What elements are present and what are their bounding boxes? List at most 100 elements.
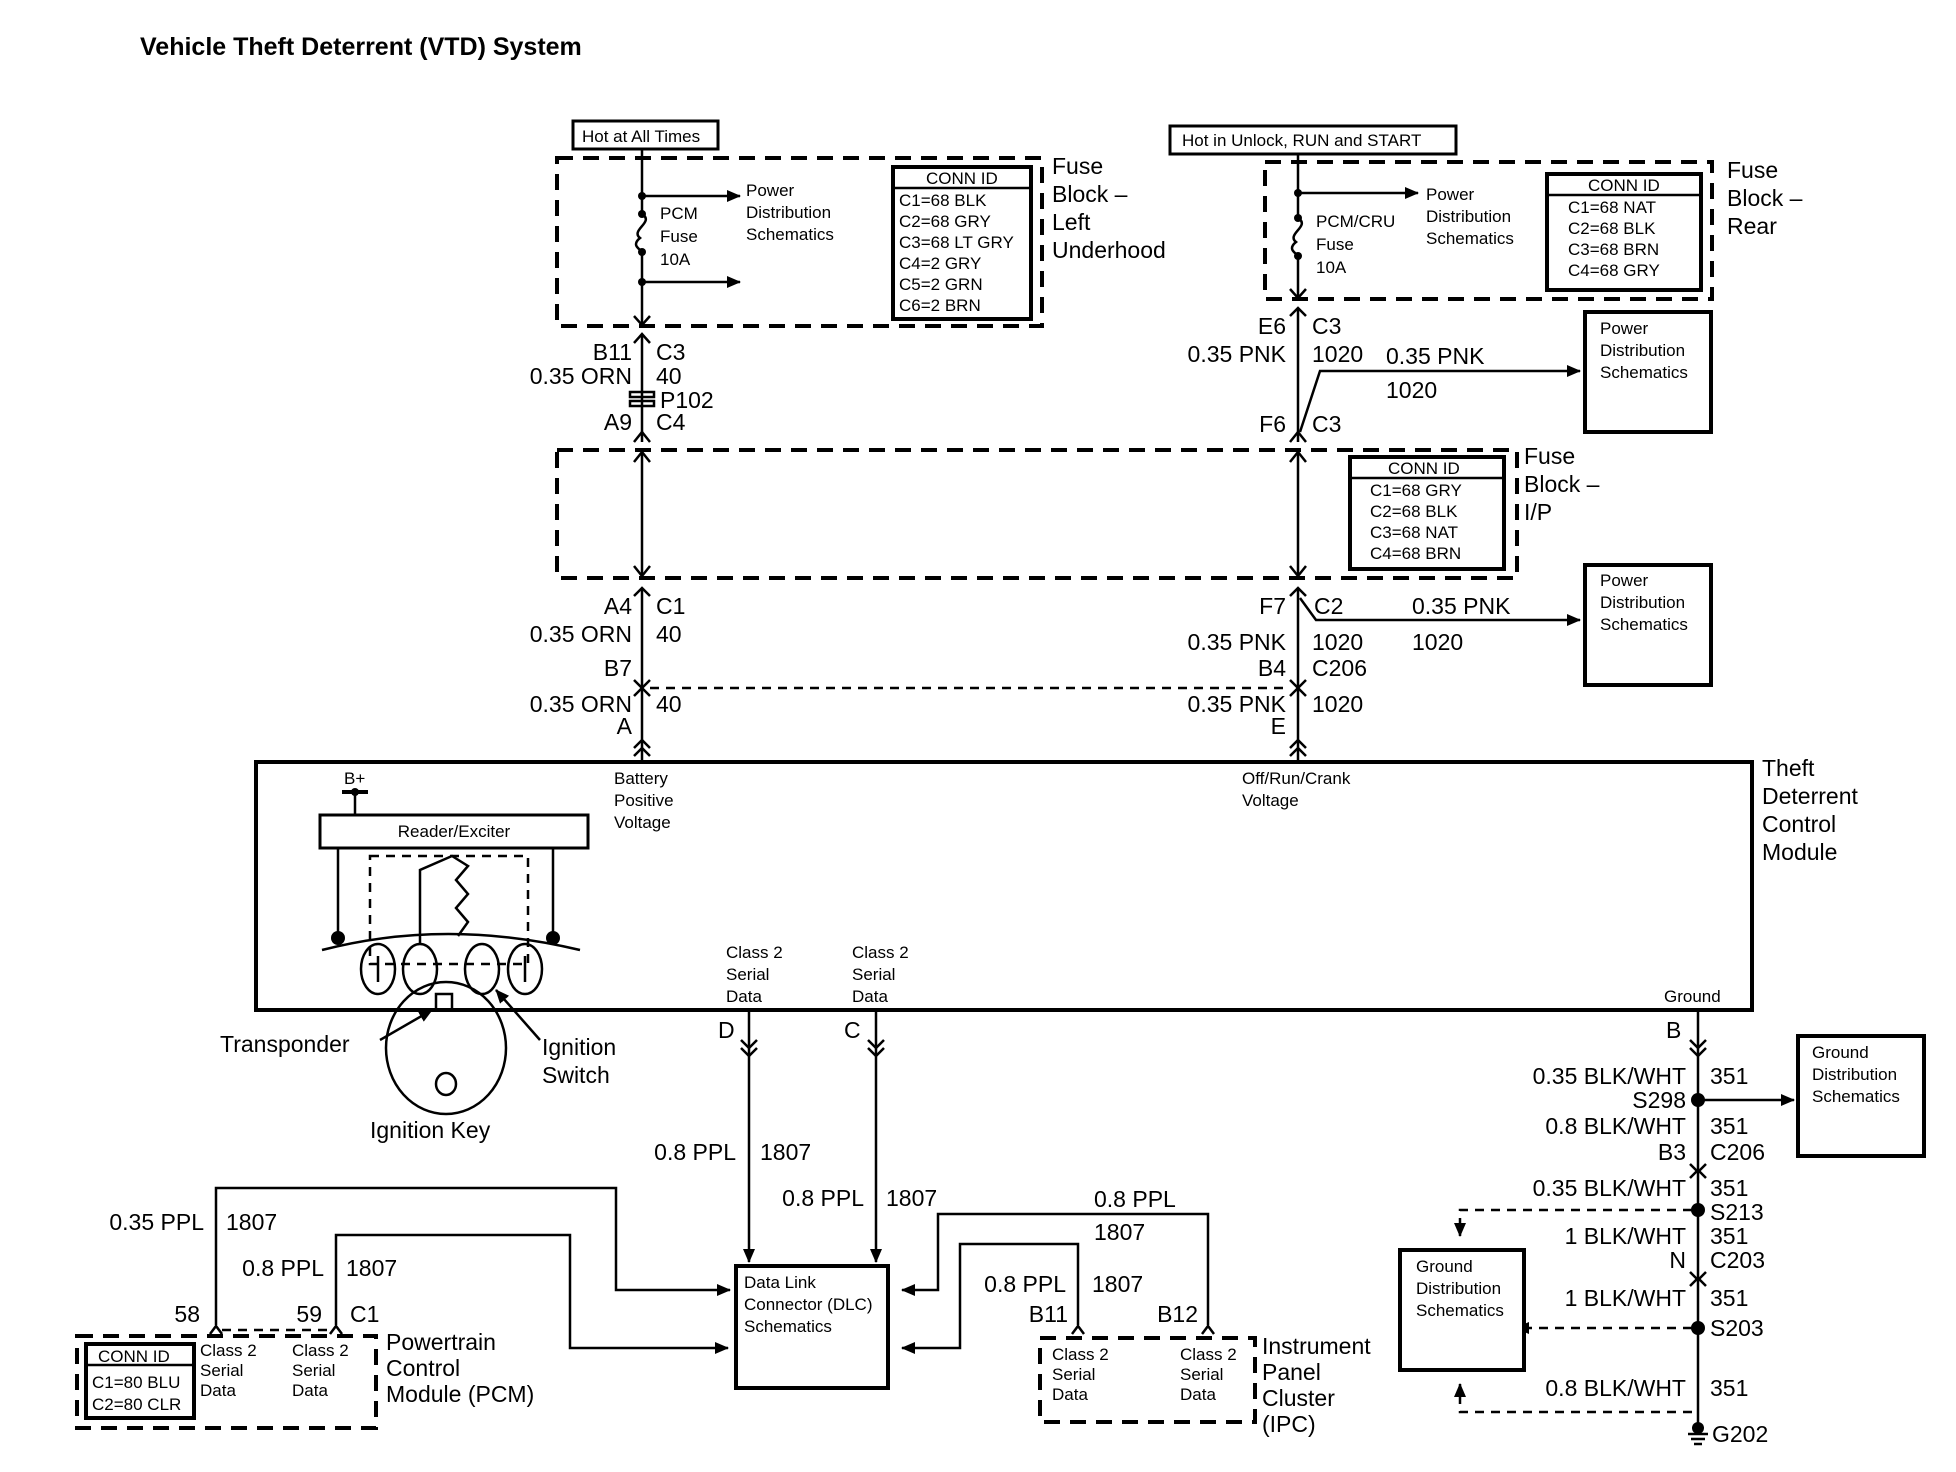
diagram-label: 1 BLK/WHT [1565, 1223, 1686, 1249]
diagram-label: 0.35 ORN [530, 691, 632, 717]
transponder-label: Transponder [220, 1031, 350, 1057]
diagram-label: Theft [1762, 755, 1815, 781]
diagram-label: 59 [296, 1301, 322, 1327]
diagram-label: C2=68 BLK [1568, 219, 1656, 238]
diagram-label: C1 [656, 593, 685, 619]
diagram-label: A [617, 713, 633, 739]
diagram-label: Data [200, 1381, 236, 1400]
diagram-label: 1807 [1092, 1271, 1143, 1297]
diagram-label: Data Link [744, 1273, 816, 1292]
diagram-label: C1=80 BLU [92, 1373, 180, 1392]
diagram-label: Block – [1727, 185, 1803, 211]
diagram-label: Powertrain [386, 1329, 496, 1355]
diagram-label: 58 [174, 1301, 200, 1327]
diagram-label: Control [1762, 811, 1836, 837]
diagram-label: 1020 [1386, 377, 1437, 403]
pcm-module: 58 59 C1 CONN ID C1=80 BLU C2=80 CLR Cla… [75, 1301, 534, 1430]
diagram-label: C1=68 NAT [1568, 198, 1656, 217]
diagram-label: Serial [1180, 1365, 1223, 1384]
diagram-label: C2=68 GRY [899, 212, 991, 231]
diagram-label: 1807 [886, 1185, 937, 1211]
diagram-label: I/P [1524, 499, 1552, 525]
diagram-label: Fuse [1316, 235, 1354, 254]
diagram-label: Battery [614, 769, 668, 788]
diagram-label: F7 [1259, 593, 1286, 619]
diagram-label: C4=2 GRY [899, 254, 981, 273]
diagram-label: Ground [1416, 1257, 1473, 1276]
ignition-key-label: Ignition Key [370, 1117, 491, 1143]
diagram-label: 0.8 PPL [984, 1271, 1066, 1297]
diagram-label: Schematics [744, 1317, 832, 1336]
diagram-label: Class 2 [292, 1341, 349, 1360]
diagram-label: Fuse [1052, 153, 1103, 179]
diagram-label: CONN ID [1388, 459, 1460, 478]
diagram-label: G202 [1712, 1421, 1768, 1447]
diagram-label: Data [292, 1381, 328, 1400]
diagram-label: Schematics [746, 225, 834, 244]
diagram-label: Control [386, 1355, 460, 1381]
diagram-label: 1020 [1312, 629, 1363, 655]
diagram-label: 0.35 BLK/WHT [1533, 1063, 1686, 1089]
diagram-label: CONN ID [926, 169, 998, 188]
diagram-label: (IPC) [1262, 1411, 1316, 1437]
diagram-label: C3 [1312, 313, 1341, 339]
diagram-label: S213 [1710, 1199, 1764, 1225]
diagram-label: Distribution [1600, 341, 1685, 360]
diagram-label: 0.35 ORN [530, 621, 632, 647]
diagram-label: Off/Run/Crank [1242, 769, 1351, 788]
diagram-label: C203 [1710, 1247, 1765, 1273]
power-distribution-box-1: Power Distribution Schematics [1583, 310, 1713, 434]
diagram-label: B11 [593, 339, 632, 365]
diagram-label: Deterrent [1762, 783, 1858, 809]
ignition-switch-label: Switch [542, 1062, 610, 1088]
diagram-label: Data [726, 987, 762, 1006]
diagram-label: C3 [656, 339, 685, 365]
fuse-block-left-underhood: PCM Fuse 10A Power Distribution Schemati… [555, 149, 1166, 328]
diagram-label: Schematics [1416, 1301, 1504, 1320]
diagram-label: PCM/CRU [1316, 212, 1395, 231]
diagram-label: 1807 [346, 1255, 397, 1281]
diagram-label: Serial [726, 965, 769, 984]
diagram-label: C206 [1710, 1139, 1765, 1165]
ground-distribution-box-2: Ground Distribution Schematics [1398, 1248, 1526, 1372]
diagram-label: 40 [656, 363, 682, 389]
diagram-label: C2=68 BLK [1370, 502, 1458, 521]
diagram-label: CONN ID [98, 1347, 170, 1366]
right-circuit-upper: E6 C3 0.35 PNK 1020 0.35 PNK 1020 F6 C3 [1188, 306, 1581, 443]
fuse-block-rear: PCM/CRU Fuse 10A Power Distribution Sche… [1263, 154, 1803, 301]
diagram-label: Schematics [1600, 363, 1688, 382]
diagram-label: Module (PCM) [386, 1381, 534, 1407]
diagram-label: Power [1600, 319, 1649, 338]
diagram-label: 40 [656, 691, 682, 717]
diagram-label: C3=68 BRN [1568, 240, 1659, 259]
diagram-label: 351 [1710, 1175, 1748, 1201]
diagram-label: Distribution [746, 203, 831, 222]
diagram-label: Distribution [1426, 207, 1511, 226]
diagram-label: Underhood [1052, 237, 1166, 263]
diagram-label: C1=68 GRY [1370, 481, 1462, 500]
diagram-label: 1807 [1094, 1219, 1145, 1245]
diagram-label: Hot in Unlock, RUN and START [1182, 131, 1421, 150]
diagram-label: S298 [1632, 1087, 1686, 1113]
diagram-label: C3=68 NAT [1370, 523, 1458, 542]
diagram-label: D [718, 1017, 735, 1043]
diagram-label: Fuse [1524, 443, 1575, 469]
diagram-label: Class 2 [200, 1341, 257, 1360]
diagram-label: 0.35 PPL [109, 1209, 204, 1235]
diagram-label: 1 BLK/WHT [1565, 1285, 1686, 1311]
diagram-label: P102 [660, 387, 714, 413]
fuse-block-ip: CONN ID C1=68 GRY C2=68 BLK C3=68 NAT C4… [555, 443, 1600, 580]
diagram-label: 1020 [1412, 629, 1463, 655]
diagram-label: 40 [656, 621, 682, 647]
diagram-label: C3 [1312, 411, 1341, 437]
diagram-label: 0.35 PNK [1188, 691, 1287, 717]
diagram-label: 10A [1316, 258, 1347, 277]
diagram-label: Block – [1524, 471, 1600, 497]
theft-deterrent-module: Theft Deterrent Control Module Battery P… [254, 755, 1858, 1012]
diagram-label: C [844, 1017, 861, 1043]
diagram-label: B+ [344, 769, 365, 788]
diagram-label: 351 [1710, 1223, 1748, 1249]
diagram-label: Rear [1727, 213, 1777, 239]
diagram-label: Serial [852, 965, 895, 984]
